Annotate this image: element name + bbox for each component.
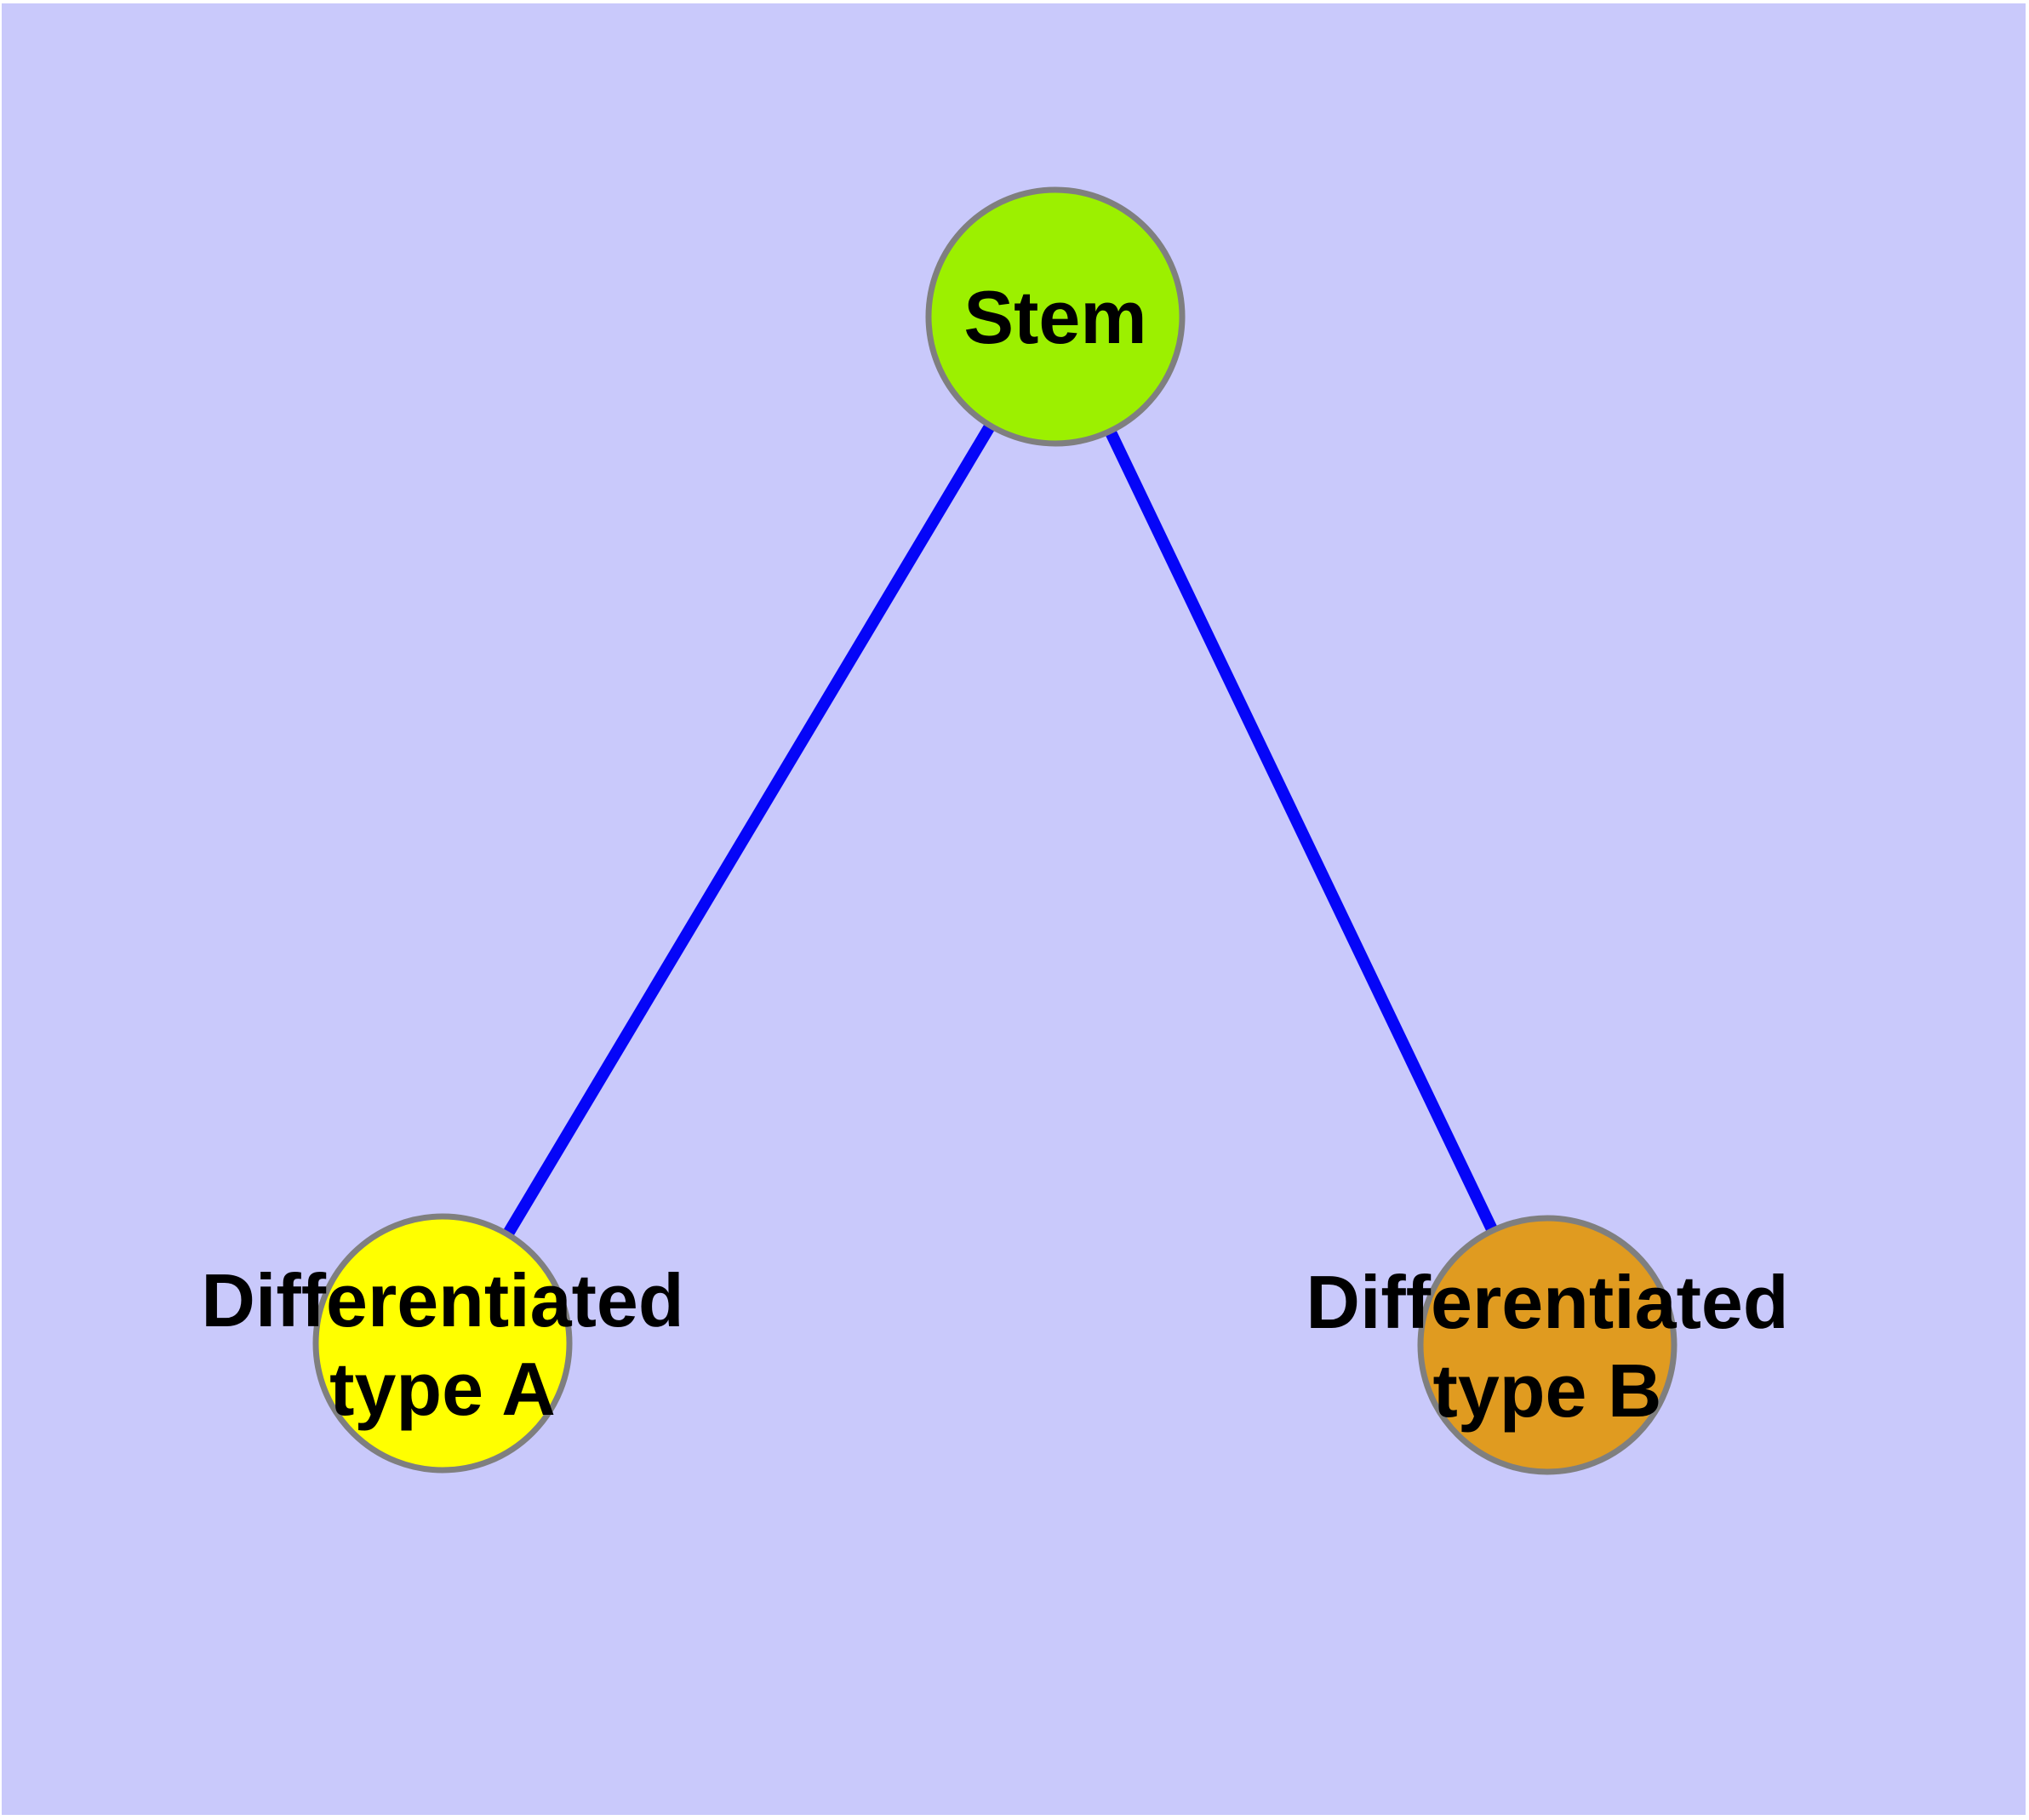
node-type-a-label-line2: type A (329, 1347, 556, 1431)
edge-stem-to-type-b (1049, 313, 1553, 1348)
node-type-b-label-line2: type B (1433, 1348, 1662, 1433)
node-differentiated-type-a (312, 1213, 573, 1474)
node-stem (925, 186, 1186, 447)
node-stem-label: Stem (963, 275, 1146, 359)
node-differentiated-type-b (1417, 1215, 1677, 1475)
node-type-b-label-line1: Differentiated (1306, 1260, 1788, 1344)
edge-stem-to-type-a (437, 313, 1061, 1347)
node-type-a-label-line1: Differentiated (201, 1258, 683, 1342)
